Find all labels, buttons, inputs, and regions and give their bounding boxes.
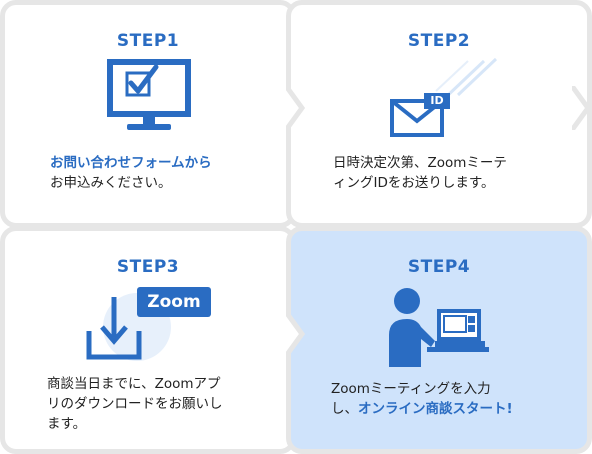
step2-description: 日時決定次第、Zoomミーテ ィングIDをお送りします。	[333, 153, 507, 193]
step4-text-line1: Zoomミーティングを入力	[331, 381, 491, 397]
step3-text-line1: 商談当日までに、Zoomアプ	[47, 376, 221, 392]
step2-text-line1: 日時決定次第、Zoomミーテ	[333, 155, 507, 171]
step3-text-line2: リのダウンロードをお願いし	[47, 396, 223, 412]
person-at-computer-icon	[383, 285, 495, 371]
step2-card: STEP2 ID 日時決定次第、Zoomミーテ ィングIDをお送りします。	[286, 0, 592, 228]
step1-title: STEP1	[116, 31, 180, 51]
monitor-check-icon	[107, 59, 193, 143]
step4-title: STEP4	[407, 257, 471, 277]
step3-description: 商談当日までに、Zoomアプ リのダウンロードをお願いし ます。	[47, 374, 223, 434]
step2-to-step3-arrow	[569, 84, 592, 134]
step1-text-line1: お問い合わせフォームから	[50, 155, 212, 171]
step3-title: STEP3	[116, 257, 180, 277]
step1-text-line2: お申込みください。	[50, 175, 172, 191]
step4-description: Zoomミーティングを入力 し、オンライン商談スタート!	[331, 379, 513, 419]
step1-card: STEP1 お問い合わせフォームから お申込みください。	[0, 0, 296, 228]
step4-text-line2-prefix: し、	[331, 401, 358, 417]
step2-text-line2: ィングIDをお送りします。	[333, 175, 495, 191]
step1-to-step2-arrow	[283, 84, 306, 134]
step4-text-line2-highlight: オンライン商談スタート!	[358, 401, 513, 417]
step3-text-line3: ます。	[47, 416, 87, 432]
email-id-icon: ID	[386, 55, 506, 149]
step2-title: STEP2	[407, 31, 471, 51]
id-badge-label: ID	[430, 94, 444, 107]
step1-description: お問い合わせフォームから お申込みください。	[50, 153, 212, 193]
step4-card: STEP4 Zoomミーティングを入力 し、オンライン商談スタート!	[286, 226, 592, 454]
step3-card: STEP3 Zoom 商談当日までに、Zoomアプ リのダウンロードをお願いし …	[0, 226, 296, 454]
step4-text-line2: し、オンライン商談スタート!	[331, 399, 513, 419]
zoom-badge: Zoom	[137, 287, 211, 317]
step3-to-step4-arrow	[283, 310, 306, 360]
